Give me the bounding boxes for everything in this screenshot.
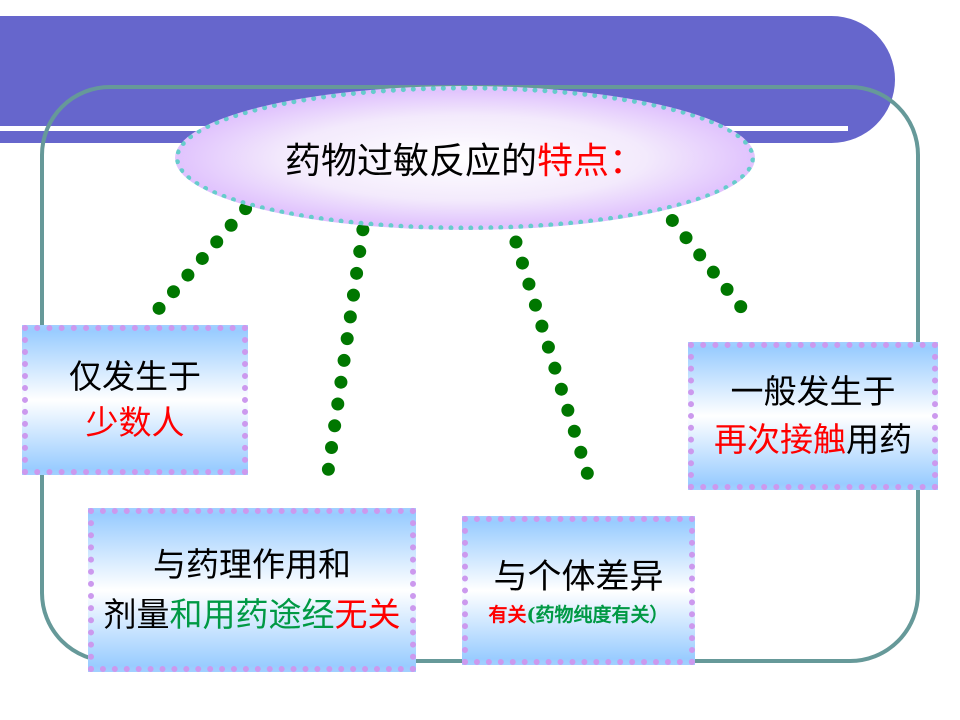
text-route: 和用药途经 xyxy=(169,595,335,634)
text-purity: (药物纯度有关） xyxy=(526,603,669,626)
box-line: 与个体差异 xyxy=(493,556,664,597)
box-line-highlight: 少数人 xyxy=(85,403,185,442)
box-dose-unrelated: 与药理作用和 剂量和用药途经无关 xyxy=(88,508,416,672)
connector-1 xyxy=(148,185,267,320)
text-reexposure: 再次接触 xyxy=(714,420,846,459)
title-highlight: 特点： xyxy=(537,141,646,182)
text-related: 有关 xyxy=(488,603,527,626)
title-text: 药物过敏反应的 xyxy=(284,141,537,182)
title-ellipse: 药物过敏反应的特点： xyxy=(175,86,755,230)
box-line-2: 剂量和用药途经无关 xyxy=(104,590,401,640)
box-reexposure: 一般发生于 再次接触用药 xyxy=(688,342,938,490)
box-line-2: 有关(药物纯度有关） xyxy=(488,601,668,629)
box-line-2: 再次接触用药 xyxy=(714,416,912,464)
box-few-people: 仅发生于 少数人 xyxy=(22,325,248,475)
text-medication: 用药 xyxy=(846,420,912,459)
connector-3 xyxy=(496,193,597,489)
box-line: 仅发生于 xyxy=(69,357,201,396)
box-individual-difference: 与个体差异 有关(药物纯度有关） xyxy=(462,516,695,665)
slide-title: 药物过敏反应的特点： xyxy=(285,132,645,184)
box-line: 与药理作用和 xyxy=(153,545,351,584)
connector-2 xyxy=(321,201,373,479)
text-dose: 剂量 xyxy=(103,595,170,634)
box-line: 一般发生于 xyxy=(730,372,896,411)
text-unrelated: 无关 xyxy=(334,595,401,634)
